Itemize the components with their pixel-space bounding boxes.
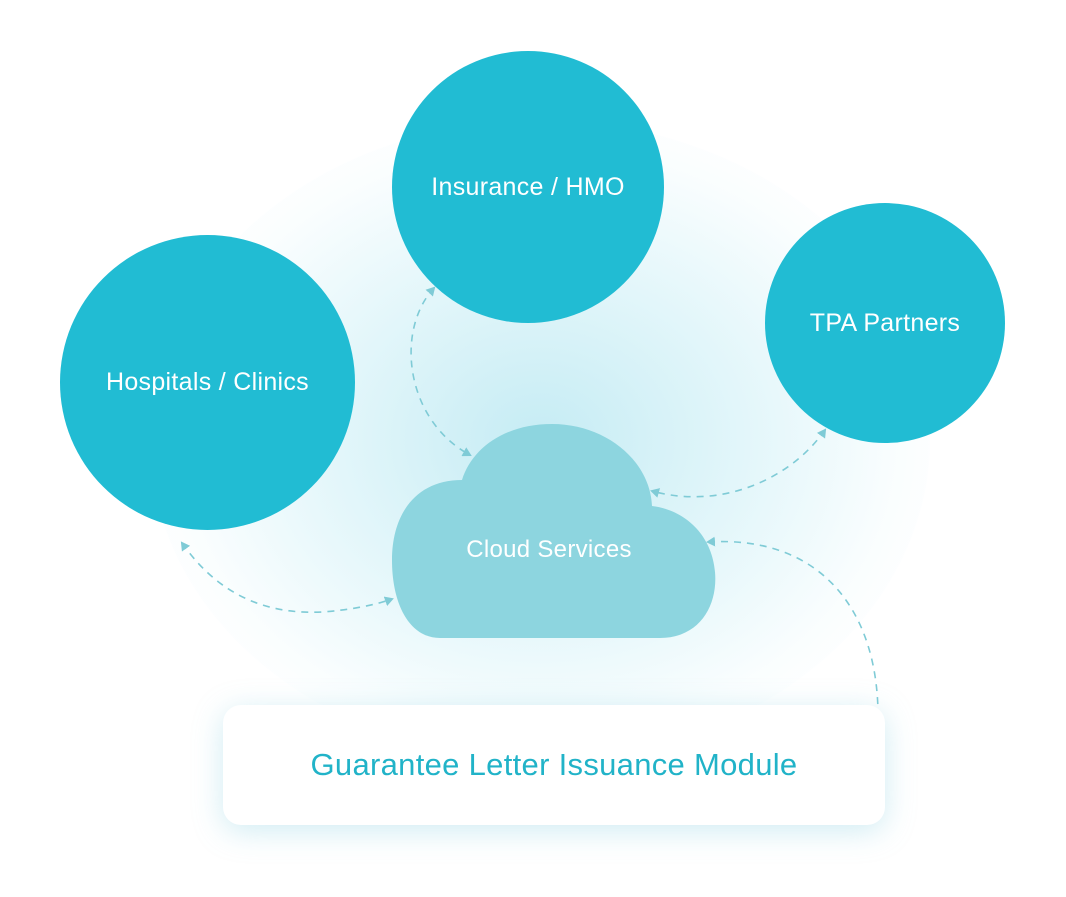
node-insurance-hmo: Insurance / HMO [392,51,664,323]
connector-tpa-cloud [650,428,827,498]
node-hospitals-clinics: Hospitals / Clinics [60,235,355,530]
connector-cloud-module [706,536,884,724]
node-hospitals-label: Hospitals / Clinics [106,368,309,396]
guarantee-letter-module-box: Guarantee Letter Issuance Module [223,705,885,825]
node-cloud-services-label: Cloud Services [466,536,632,563]
connector-insurance-cloud [410,286,472,457]
node-tpa-label: TPA Partners [809,308,961,337]
node-tpa-partners: TPA Partners [765,203,1005,443]
connector-hospitals-cloud [180,541,394,614]
cloud-shape [392,424,716,638]
module-label: Guarantee Letter Issuance Module [310,747,798,782]
node-insurance-label: Insurance / HMO [431,172,625,201]
